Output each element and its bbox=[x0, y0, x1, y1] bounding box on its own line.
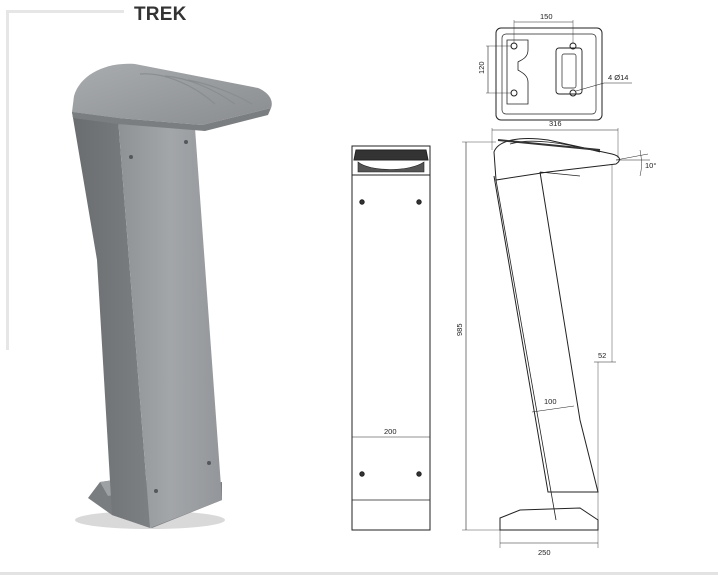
top-view-cutout bbox=[506, 39, 529, 105]
top-view-inner bbox=[501, 33, 597, 115]
frame-line-left bbox=[6, 10, 9, 350]
dim-side-height: 985 bbox=[455, 323, 464, 336]
frame-line-top bbox=[6, 10, 124, 13]
side-cap-top bbox=[497, 139, 601, 151]
dim-line-100 bbox=[531, 405, 575, 413]
dim-side-post-width: 100 bbox=[544, 397, 557, 406]
leader-holes bbox=[575, 82, 605, 92]
front-view-drawing bbox=[351, 145, 431, 531]
render-cap-groove-1 bbox=[139, 73, 216, 105]
angle-arc bbox=[639, 149, 642, 177]
render-cap-edge bbox=[72, 108, 271, 131]
dim-side-angle: 10° bbox=[645, 161, 656, 170]
front-view-cap-detail bbox=[357, 161, 425, 173]
product-title: TREK bbox=[134, 4, 187, 25]
front-screw-2 bbox=[416, 199, 422, 205]
front-view-body bbox=[351, 145, 431, 531]
holes-note: 4 Ø14 bbox=[608, 73, 628, 82]
render-screw-2 bbox=[184, 140, 188, 144]
front-view-cap-top bbox=[353, 149, 429, 161]
top-view-slot-inner bbox=[561, 53, 577, 89]
render-cap-groove-2 bbox=[164, 75, 236, 105]
side-column bbox=[493, 171, 599, 493]
front-screw-1 bbox=[359, 199, 365, 205]
render-cap-groove-3 bbox=[187, 79, 253, 105]
top-view-drawing bbox=[486, 20, 632, 121]
dim-top-height: 120 bbox=[477, 61, 486, 74]
side-cap-profile bbox=[493, 138, 620, 181]
front-screw-4 bbox=[416, 471, 422, 477]
side-base bbox=[499, 507, 599, 531]
top-view-outline bbox=[495, 27, 603, 121]
dim-side-offset: 52 bbox=[598, 351, 606, 360]
render-column-front bbox=[118, 118, 222, 528]
product-render bbox=[72, 63, 272, 529]
top-view-slot bbox=[555, 47, 583, 95]
footer-divider bbox=[0, 572, 718, 575]
render-screw-3 bbox=[154, 489, 158, 493]
render-column-side bbox=[72, 112, 150, 528]
dim-top-width: 150 bbox=[540, 12, 553, 21]
render-cap bbox=[72, 63, 272, 125]
dim-side-base-width: 250 bbox=[538, 548, 551, 557]
dim-side-top-width: 316 bbox=[549, 119, 562, 128]
hole-4 bbox=[569, 89, 577, 97]
side-view-drawing bbox=[462, 128, 650, 548]
render-screw-4 bbox=[207, 461, 211, 465]
angle-cap-line bbox=[615, 153, 649, 161]
side-column-top-edge bbox=[539, 171, 581, 177]
side-column-back bbox=[495, 179, 557, 521]
render-screw-1 bbox=[129, 155, 133, 159]
front-screw-3 bbox=[359, 471, 365, 477]
dim-front-width: 200 bbox=[384, 427, 397, 436]
